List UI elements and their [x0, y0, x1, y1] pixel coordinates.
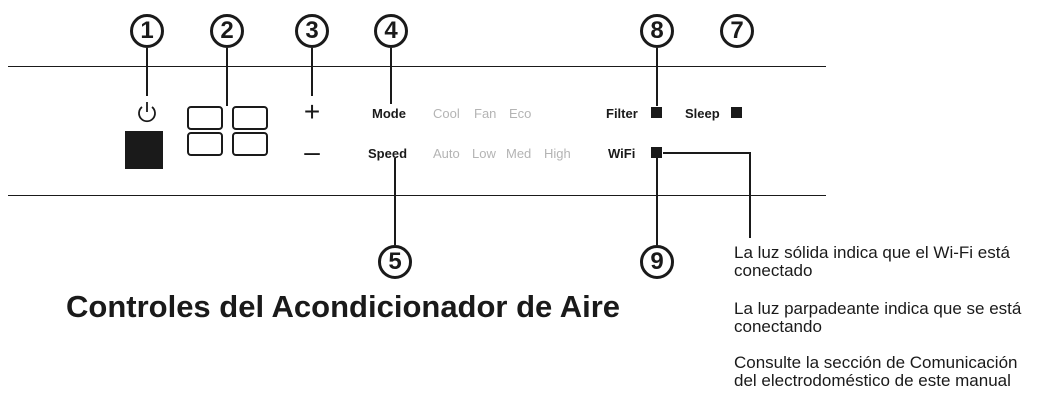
callout-9: 9: [640, 245, 674, 279]
leader-line-9: [656, 158, 658, 245]
wifi-blinking-note: La luz parpadeante indica que se está co…: [734, 299, 1022, 336]
power-button[interactable]: [125, 131, 163, 169]
minus-button[interactable]: –: [304, 136, 320, 167]
callout-1: 1: [130, 14, 164, 48]
panel-bottom-border: [8, 195, 826, 196]
leader-line-8: [656, 48, 658, 106]
speed-option-med: Med: [506, 146, 532, 161]
mode-button[interactable]: Mode: [372, 106, 406, 121]
callout-5: 5: [378, 245, 412, 279]
leader-line-5: [394, 158, 396, 245]
sleep-indicator: [731, 107, 742, 118]
leader-line-2: [226, 48, 228, 106]
wifi-note-leader-h: [663, 152, 751, 154]
wifi-note-leader-v: [749, 152, 751, 238]
speed-option-low: Low: [472, 146, 496, 161]
panel-top-border: [8, 66, 826, 67]
power-icon: [138, 102, 156, 123]
sleep-button[interactable]: Sleep: [685, 106, 720, 121]
filter-label: Filter: [606, 106, 638, 121]
page-title: Controles del Acondicionador de Aire: [66, 289, 621, 324]
wifi-indicator: [651, 147, 662, 158]
speed-button[interactable]: Speed: [368, 146, 408, 161]
speed-option-high: High: [544, 146, 571, 161]
leader-line-1: [146, 48, 148, 96]
speed-option-auto: Auto: [433, 146, 460, 161]
callout-2: 2: [210, 14, 244, 48]
wifi-label: WiFi: [608, 146, 636, 161]
leader-line-4: [390, 48, 392, 104]
digit-display: [187, 106, 268, 156]
plus-button[interactable]: +: [303, 96, 321, 127]
wifi-refer-note: Consulte la sección de Comunicación del …: [734, 353, 1018, 390]
callout-4: 4: [374, 14, 408, 48]
filter-indicator: [651, 107, 662, 118]
leader-line-3: [311, 48, 313, 96]
callout-8: 8: [640, 14, 674, 48]
mode-option-fan: Fan: [474, 106, 497, 121]
wifi-solid-note: La luz sólida indica que el Wi-Fi está c…: [734, 243, 1010, 280]
callout-7: 7: [720, 14, 754, 48]
mode-option-cool: Cool: [433, 106, 460, 121]
callout-3: 3: [295, 14, 329, 48]
mode-option-eco: Eco: [509, 106, 532, 121]
